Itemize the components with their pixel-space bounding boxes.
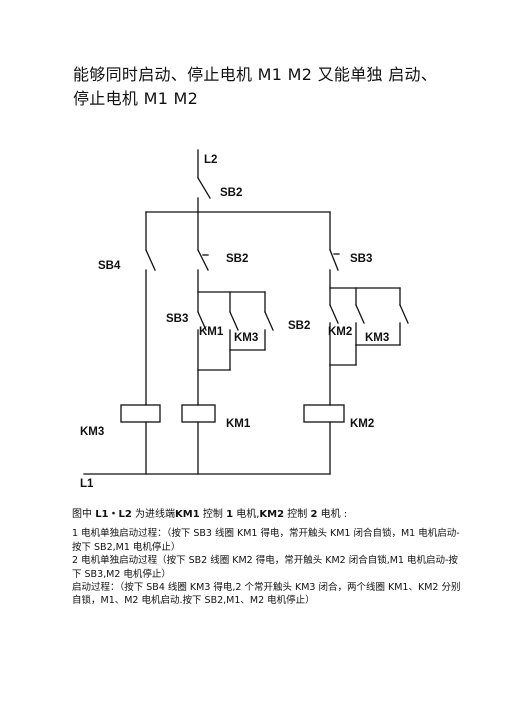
- km3-right-contact: [399, 304, 409, 324]
- label-km3-right-contact: KM3: [365, 332, 389, 344]
- label-km3-left-contact: KM3: [234, 332, 258, 344]
- label-km2-contact: KM2: [328, 326, 352, 338]
- km2-coil: [303, 404, 345, 423]
- sb2-top-contact: [197, 177, 211, 199]
- page-title: 能够同时启动、停止电机 M1 M2 又能单独 启动、停止电机 M1 M2: [73, 65, 438, 108]
- label-sb2-mid: SB2: [226, 253, 248, 265]
- km1-coil: [181, 404, 216, 423]
- km2-contact: [355, 304, 365, 324]
- label-l2: L2: [204, 154, 217, 166]
- sb2-right-contact: [329, 304, 339, 324]
- label-sb3-top: SB3: [350, 253, 372, 265]
- note-m2-start: 2 电机单独启动过程（按下 SB2 线圈 KM2 得电，常开触头 KM2 闭合自…: [72, 555, 458, 580]
- label-km2-coil: KM2: [350, 418, 374, 430]
- note-m1-start: 1 电机单独启动过程：（按下 SB3 线圈 KM1 得电，常开触头 KM1 闭合…: [72, 528, 460, 553]
- label-sb2-right: SB2: [288, 320, 310, 332]
- label-km1-coil: KM1: [226, 418, 251, 430]
- label-sb3-left: SB3: [166, 313, 188, 325]
- sb3-right-contact: [329, 249, 339, 271]
- label-km1-contact: KM1: [199, 326, 224, 338]
- description-notes: 图中 L1・L2 为进线端KM1 控制 1 电机,KM2 控制 2 电机 : 1…: [72, 508, 462, 608]
- label-sb2-top: SB2: [220, 187, 242, 199]
- note-combined-start: 启动过程：（按下 SB4 线圈 KM3 得电,2 个常开触头 KM3 闭合，两个…: [72, 582, 461, 607]
- sb4-contact: [145, 249, 156, 271]
- km3-coil: [120, 404, 161, 423]
- sb2-mid-contact: [197, 249, 209, 271]
- label-l1: L1: [80, 478, 94, 490]
- label-sb4: SB4: [98, 260, 121, 272]
- label-km3-coil: KM3: [80, 426, 104, 438]
- km3-left-contact: [264, 311, 274, 331]
- km1-contact: [229, 311, 239, 331]
- diagram-caption: 图中 L1・L2 为进线端KM1 控制 1 电机,KM2 控制 2 电机 :: [72, 509, 348, 520]
- sb3-contact: [197, 311, 207, 331]
